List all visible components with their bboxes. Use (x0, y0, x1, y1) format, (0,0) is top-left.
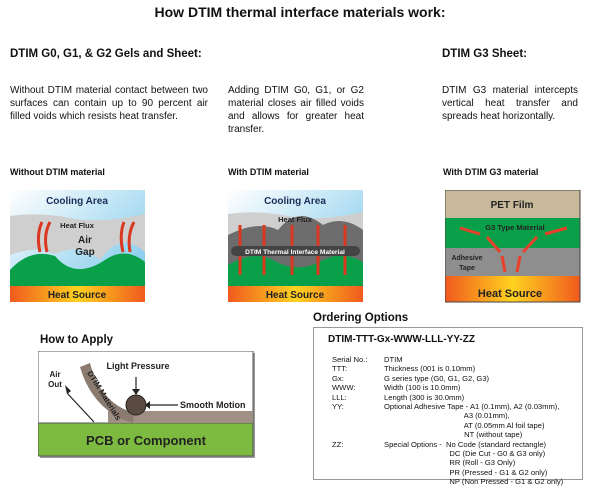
section-heading-g0-g2: DTIM G0, G1, & G2 Gels and Sheet: (10, 48, 202, 60)
cooling-area-label: Cooling Area (46, 196, 108, 207)
ordering-key: TTT: (332, 364, 348, 374)
light-pressure-label: Light Pressure (106, 361, 169, 371)
adhesive-tape-label-2: Tape (459, 265, 475, 272)
smooth-motion-label: Smooth Motion (180, 400, 245, 410)
g3-material-label: G3 Type Material (485, 223, 544, 232)
cooling-area-label: Cooling Area (264, 196, 326, 207)
ordering-value: DTIM (384, 355, 403, 364)
ordering-row: YY: Optional Adhesive Tape - A1 (0.1mm), … (332, 402, 563, 440)
pet-film-label: PET Film (491, 200, 534, 211)
air-gap-label-2: Gap (75, 247, 94, 258)
ordering-value: Special Options - No Code (standard rect… (384, 439, 564, 487)
ordering-key: ZZ: (332, 439, 344, 449)
dtim-tim-label: DTIM Thermal Interface Material (245, 249, 345, 256)
heat-source-label: Heat Source (266, 290, 325, 301)
heat-flux-label: Heat Flux (278, 215, 313, 224)
ordering-key: Gx: (332, 373, 344, 383)
ordering-row: TTT: Thickness (001 is 0.10mm) (332, 364, 563, 373)
air-gap-label: Air (78, 235, 92, 246)
diagram-with-dtim: Cooling Area Heat Flux DTIM Thermal Inte… (228, 190, 363, 302)
heat-flux-label: Heat Flux (60, 221, 95, 230)
diagram-label-without: Without DTIM material (10, 167, 105, 177)
ordering-row: Gx: G series type (G0, G1, G2, G3) (332, 374, 563, 383)
ordering-value: G series type (G0, G1, G2, G3) (384, 373, 490, 383)
ordering-value: Thickness (001 is 0.10mm) (384, 364, 476, 374)
heat-source-label: Heat Source (48, 290, 107, 301)
paragraph-with: Adding DTIM G0, G1, or G2 material close… (228, 85, 364, 135)
ordering-rows: Serial No.: DTIM TTT: Thickness (001 is 0.1… (332, 355, 563, 487)
air-out-label-2: Out (48, 380, 62, 389)
ordering-value: Length (300 is 30.0mm) (384, 392, 465, 402)
page-title: How DTIM thermal interface materials wor… (154, 4, 446, 20)
ordering-key: WWW: (332, 383, 356, 393)
ordering-key: YY: (332, 402, 344, 412)
air-out-label: Air (49, 370, 60, 379)
ordering-key: LLL: (332, 392, 347, 402)
ordering-row: WWW: Width (100 is 10.0mm) (332, 383, 563, 392)
ordering-row: ZZ: Special Options - No Code (standard r… (332, 440, 563, 487)
diagram-label-g3: With DTIM G3 material (443, 167, 539, 177)
ordering-row: Serial No.: DTIM (332, 355, 563, 364)
part-number-format: DTIM-TTT-Gx-WWW-LLL-YY-ZZ (328, 334, 475, 345)
diagram-g3: PET Film G3 Type Material Adhesive Tape … (445, 190, 581, 303)
pcb-label: PCB or Component (86, 433, 207, 448)
how-to-apply-heading: How to Apply (40, 334, 114, 346)
section-heading-g3: DTIM G3 Sheet: (442, 48, 527, 60)
ordering-value: Width (100 is 10.0mm) (384, 383, 461, 393)
ordering-key: Serial No.: (332, 355, 368, 364)
paragraph-g3: DTIM G3 material intercepts vertical hea… (442, 85, 578, 122)
how-to-apply-diagram: Light Pressure Air Out Smooth Motion DTI… (38, 351, 255, 458)
heat-source-label: Heat Source (478, 288, 542, 300)
ordering-value: Optional Adhesive Tape - A1 (0.1mm), A2 … (384, 402, 560, 440)
diagram-label-with: With DTIM material (228, 167, 309, 177)
ordering-heading: Ordering Options (313, 312, 409, 324)
adhesive-tape-label: Adhesive (451, 255, 482, 262)
ordering-row: LLL: Length (300 is 30.0mm) (332, 393, 563, 402)
diagram-without-dtim: Cooling Area Heat Flux Air Gap Heat Sour… (10, 190, 145, 302)
paragraph-without: Without DTIM material contact between tw… (10, 85, 208, 122)
ordering-options-box: DTIM-TTT-Gx-WWW-LLL-YY-ZZ Serial No.: DTI… (313, 327, 583, 486)
